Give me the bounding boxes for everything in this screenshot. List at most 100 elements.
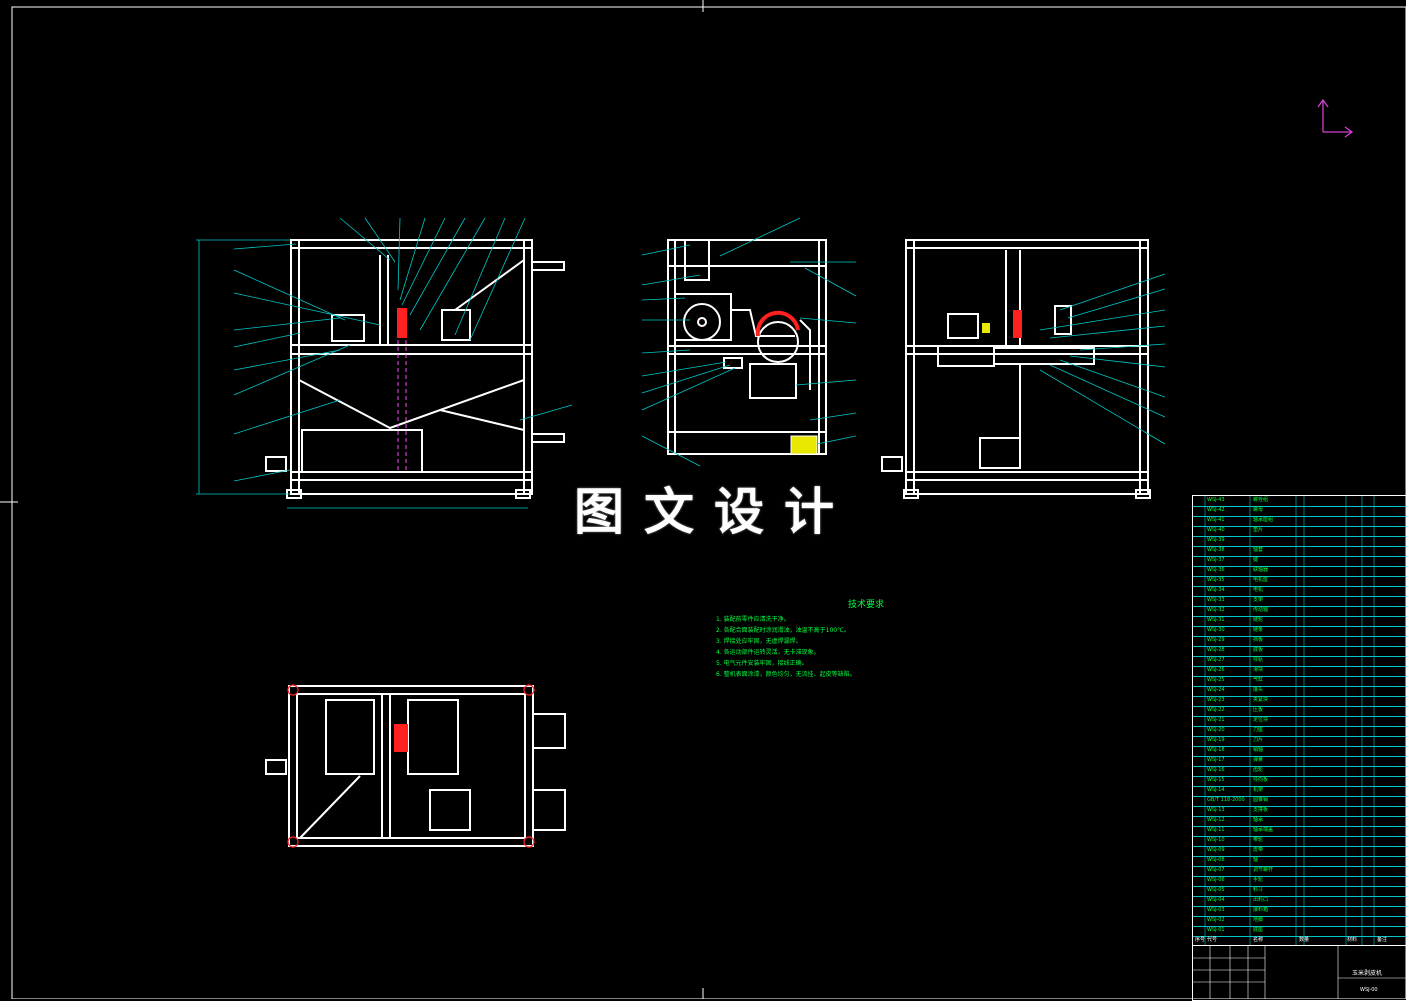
bom-name: 垫片 <box>1253 527 1264 533</box>
tech-req-item: 3. 焊接处应牢固，无虚焊漏焊。 <box>716 638 802 645</box>
bom-name: 挡板 <box>1253 637 1264 643</box>
bom-header-cell: 备注 <box>1377 937 1388 943</box>
bom-code: WSJ-36 <box>1207 567 1225 573</box>
side-hatch <box>790 435 818 455</box>
bom-row: WSJ-28 底板 <box>1193 646 1406 657</box>
bom-row: WSJ-34 电机 <box>1193 586 1406 597</box>
right-hatch <box>982 323 990 333</box>
bom-name: 刀片 <box>1253 737 1264 743</box>
bom-name: 调节螺杆 <box>1253 867 1274 873</box>
bom-row: WSJ-24 接头 <box>1193 686 1406 697</box>
drawing-name: 玉米剥皮机 <box>1352 970 1383 977</box>
tech-req-item: 4. 各运动部件运转灵活，无卡滞现象。 <box>716 649 820 656</box>
bom-name: 螺母 <box>1253 507 1264 513</box>
bom-row: WSJ-30 链条 <box>1193 626 1406 637</box>
bom-code: WSJ-19 <box>1207 737 1225 743</box>
side-view <box>667 239 827 455</box>
tech-req-item: 2. 各配合面装配时涂润滑油，油温不高于100℃。 <box>716 627 850 634</box>
bom-code: WSJ-42 <box>1207 507 1225 513</box>
bom-code: WSJ-27 <box>1207 657 1225 663</box>
bom-code: WSJ-28 <box>1207 647 1225 653</box>
bom-name: 支架 <box>1253 597 1264 603</box>
tech-req-item: 6. 整机表面涂漆，颜色均匀，无流挂、起皮等缺陷。 <box>716 671 856 678</box>
bom-name: 轴套 <box>1253 547 1264 553</box>
bom-header-cell: 名称 <box>1253 937 1264 943</box>
bom-code: WSJ-17 <box>1207 757 1225 763</box>
front-view <box>265 239 565 499</box>
bom-code: WSJ-31 <box>1207 617 1225 623</box>
bom-code: WSJ-35 <box>1207 577 1225 583</box>
bom-name: 电机 <box>1253 587 1264 593</box>
bom-name: 轴承 <box>1253 817 1264 823</box>
bom-name: 夹紧块 <box>1253 697 1269 703</box>
bom-name: 轴承座组 <box>1253 517 1274 523</box>
bom-row: WSJ-22 压板 <box>1193 706 1406 717</box>
bom-name: 接料箱 <box>1253 907 1269 913</box>
side-leaders <box>641 217 857 467</box>
bom-name: 链轮 <box>1253 617 1264 623</box>
bom-code: WSJ-22 <box>1207 707 1225 713</box>
bom-name: 接头 <box>1253 687 1264 693</box>
tech-req-title: 技术要求 <box>847 600 884 610</box>
bom-code: WSJ-04 <box>1207 897 1225 903</box>
bom-header-cell: 材料 <box>1347 937 1358 943</box>
tech-req-item: 1. 装配前零件应清洗干净。 <box>716 616 790 623</box>
side-red-arc <box>755 310 800 337</box>
bom-code: WSJ-34 <box>1207 587 1225 593</box>
bom-name: 支撑板 <box>1253 807 1269 813</box>
bom-row: WSJ-42 螺母 <box>1193 506 1406 517</box>
bom-code: WSJ-08 <box>1207 857 1225 863</box>
bom-name: 出料口 <box>1253 897 1269 903</box>
bom-code: WSJ-25 <box>1207 677 1225 683</box>
front-cutter <box>397 308 407 338</box>
bom-name: 弹簧 <box>1253 757 1264 763</box>
tech-req-item: 5. 电气元件安装牢固，接线正确。 <box>716 660 808 667</box>
bom-code: WSJ-16 <box>1207 767 1225 773</box>
bom-name: 链条 <box>1253 627 1264 633</box>
bom-row: WSJ-19 刀片 <box>1193 736 1406 747</box>
bom-code: WSJ-10 <box>1207 837 1225 843</box>
bom-code: WSJ-32 <box>1207 607 1225 613</box>
bom-code: WSJ-30 <box>1207 627 1225 633</box>
technical-requirements: 技术要求 1. 装配前零件应清洗干净。 2. 各配合面装配时涂润滑油，油温不高于… <box>716 600 1016 680</box>
bom-name: 底板 <box>1253 647 1264 653</box>
bom-name: 刀座 <box>1253 727 1264 733</box>
bom-name: 机架 <box>1253 787 1264 793</box>
bom-code: WSJ-24 <box>1207 687 1225 693</box>
bom-name: 压板 <box>1253 707 1264 713</box>
bom-name: 螺栓组 <box>1253 497 1269 503</box>
bom-code: WSJ-26 <box>1207 667 1225 673</box>
bom-code: WSJ-41 <box>1207 517 1225 523</box>
bom-header-cell: 序号 <box>1195 937 1206 943</box>
bom-code: WSJ-18 <box>1207 747 1225 753</box>
bom-code: WSJ-12 <box>1207 817 1225 823</box>
bom-code: WSJ-05 <box>1207 887 1225 893</box>
bom-row: WSJ-04 出料口 <box>1193 896 1406 907</box>
bom-code: GB/T 118-2000 <box>1207 797 1245 803</box>
bom-row: WSJ-17 弹簧 <box>1193 756 1406 767</box>
bom-name: 料斗 <box>1253 887 1264 893</box>
bom-code: WSJ-40 <box>1207 527 1225 533</box>
bom-code: WSJ-21 <box>1207 717 1225 723</box>
bom-name: 轴承端盖 <box>1253 827 1274 833</box>
top-cutter <box>394 724 408 752</box>
